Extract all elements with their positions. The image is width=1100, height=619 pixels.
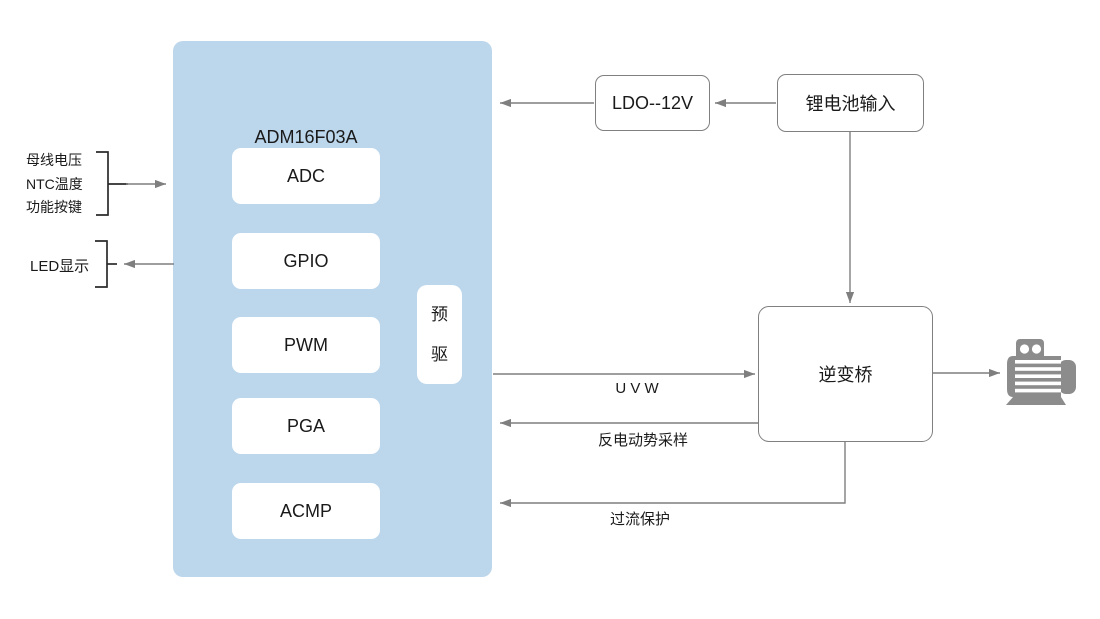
ldo-box: LDO--12V bbox=[595, 75, 710, 131]
chip-title: ADM16F03A bbox=[254, 127, 358, 147]
led-bracket bbox=[95, 240, 108, 288]
motor-icon bbox=[1006, 339, 1076, 405]
analog-inputs-label: 母线电压 NTC温度 功能按键 bbox=[26, 149, 88, 220]
adc-block: ADC bbox=[232, 148, 380, 204]
chip-block: ADM16F03A ADC GPIO PWM PGA ACMP 预驱 bbox=[173, 41, 492, 577]
bemf-sampling-label: 反电动势采样 bbox=[597, 432, 688, 449]
function-key-label: 功能按键 bbox=[26, 199, 82, 215]
inputs-bracket bbox=[96, 151, 109, 216]
gpio-block: GPIO bbox=[232, 233, 380, 289]
acmp-block: ACMP bbox=[232, 483, 380, 539]
pga-block: PGA bbox=[232, 398, 380, 454]
battery-input-box: 锂电池输入 bbox=[777, 74, 924, 132]
predriver-label: 预驱 bbox=[431, 304, 448, 364]
ntc-temp-label: NTC温度 bbox=[26, 175, 83, 192]
bus-voltage-label: 母线电压 bbox=[26, 152, 82, 168]
inverter-bridge-box: 逆变桥 bbox=[758, 306, 933, 442]
predriver-block: 预驱 bbox=[417, 285, 462, 384]
overcurrent-arrow bbox=[500, 441, 846, 508]
overcurrent-protection-label: 过流保护 bbox=[609, 511, 670, 528]
pwm-block: PWM bbox=[232, 317, 380, 373]
led-display-label: LED显示 bbox=[30, 258, 90, 275]
uvw-phase-label: U V W bbox=[615, 380, 659, 397]
